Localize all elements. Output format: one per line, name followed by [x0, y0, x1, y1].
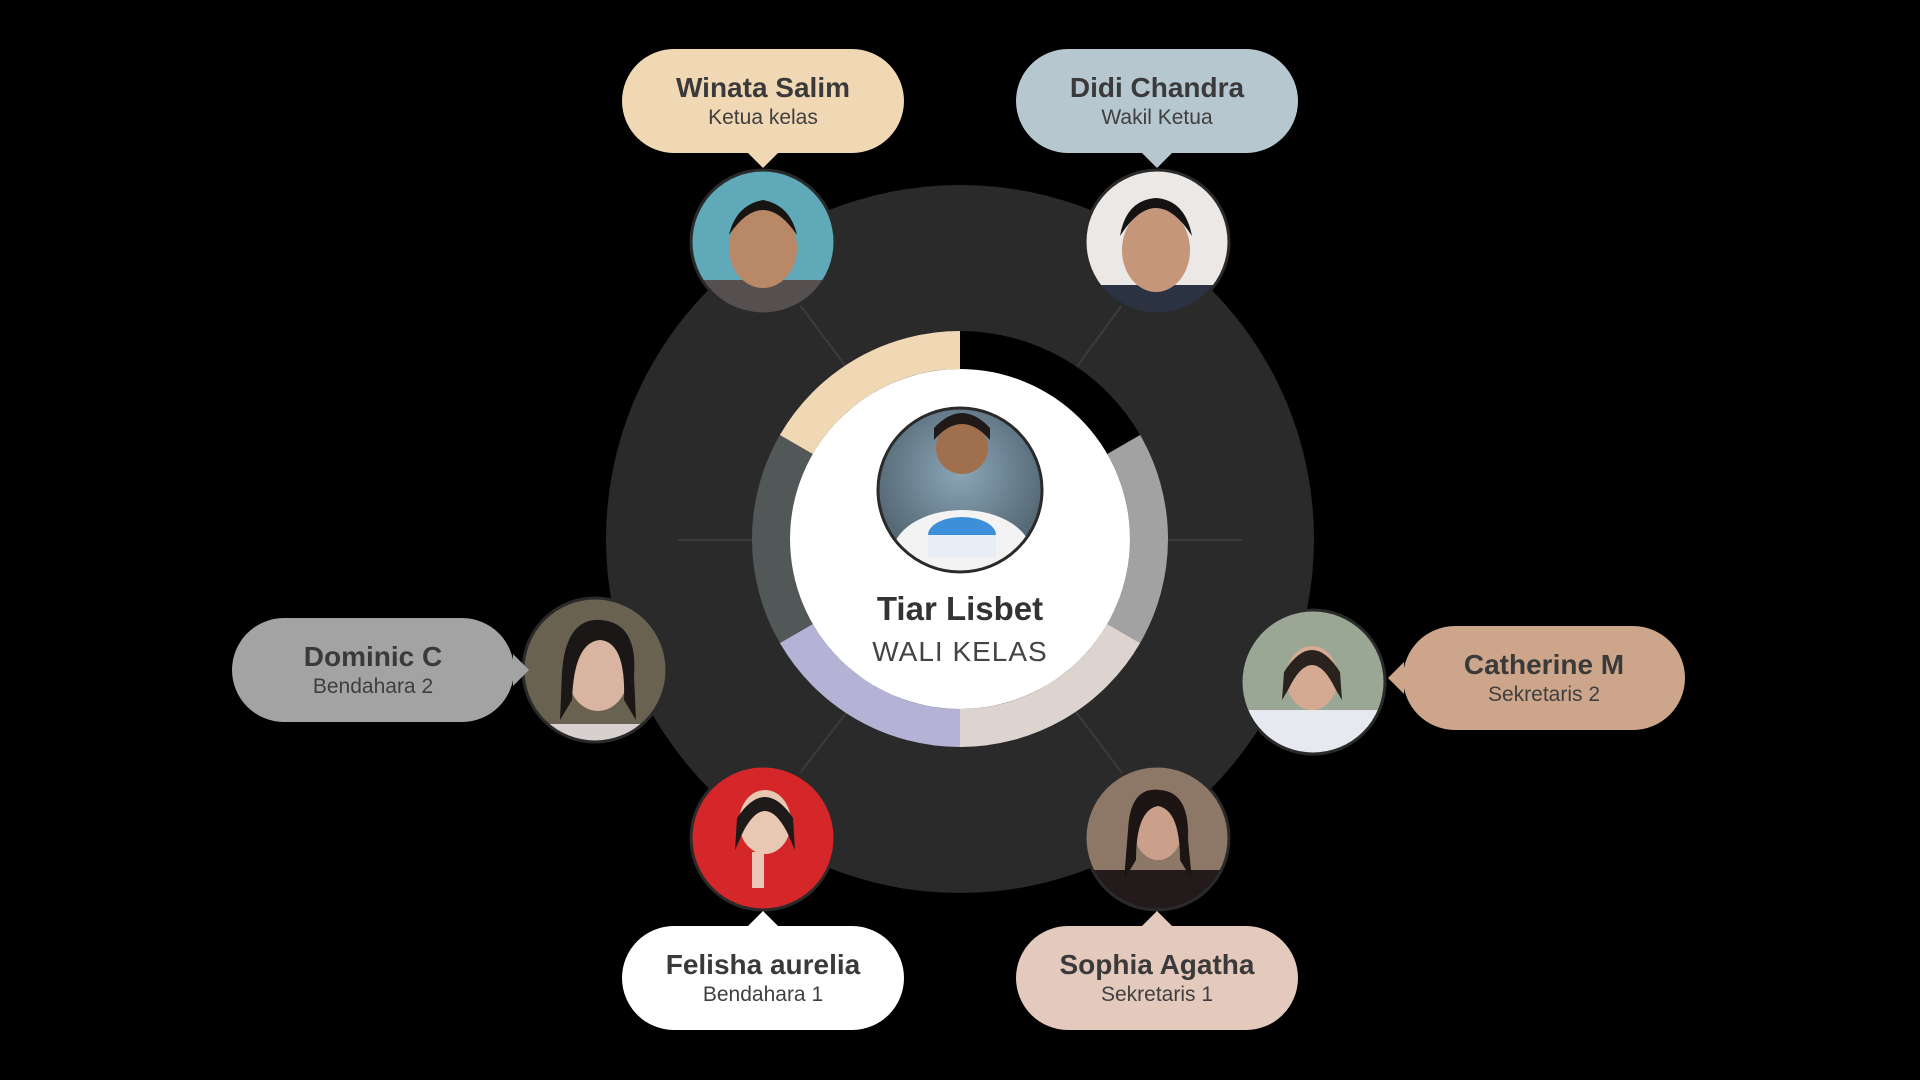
member-bubble-dominic: Dominic C Bendahara 2	[232, 618, 529, 722]
bubble-tail	[513, 654, 529, 686]
teacher-photo	[878, 408, 1042, 572]
segment-winata	[779, 331, 961, 455]
bubble-tail	[747, 911, 779, 927]
member-bubble-catherine: Catherine M Sekretaris 2	[1388, 626, 1685, 730]
segment-didi	[959, 331, 1141, 455]
member-bubble-didi: Didi Chandra Wakil Ketua	[1016, 49, 1298, 168]
segment-felisha	[779, 623, 961, 747]
donut-segments	[752, 331, 1168, 747]
bubble-tail	[1141, 911, 1173, 927]
felisha-photo	[691, 766, 835, 910]
member-name: Dominic C	[303, 640, 443, 672]
member-role: Sekretaris 2	[1487, 682, 1601, 706]
bubble-tail	[1141, 152, 1173, 168]
segment-dominic	[752, 435, 813, 643]
segment-sophia	[959, 623, 1141, 747]
member-role: Bendahara 2	[312, 674, 434, 698]
member-role: Sekretaris 1	[1100, 982, 1214, 1006]
bubble-tail	[747, 152, 779, 168]
member-bubble-sophia: Sophia Agatha Sekretaris 1	[1016, 911, 1298, 1030]
segment-catherine	[1107, 435, 1168, 643]
member-role: Ketua kelas	[708, 105, 818, 129]
catherine-photo	[1241, 610, 1385, 754]
center-name: Tiar Lisbet	[876, 590, 1044, 627]
connector-line-top-left	[799, 304, 851, 373]
member-name: Sophia Agatha	[1059, 948, 1255, 980]
connector-line-bottom-left	[799, 707, 851, 774]
member-bubble-felisha: Felisha aurelia Bendahara 1	[622, 911, 904, 1030]
connector-line-bottom-right	[1072, 707, 1123, 774]
member-role: Wakil Ketua	[1101, 105, 1213, 129]
bubble-tail	[1388, 662, 1404, 694]
photo-borders	[521, 168, 1387, 912]
member-name: Didi Chandra	[1069, 71, 1245, 103]
member-role: Bendahara 1	[702, 982, 824, 1006]
connector-line-top-right	[1072, 304, 1123, 373]
member-name: Winata Salim	[675, 71, 850, 103]
member-bubble-winata: Winata Salim Ketua kelas	[622, 49, 904, 168]
member-name: Catherine M	[1463, 648, 1625, 680]
member-name: Felisha aurelia	[665, 948, 861, 980]
center-role: WALI KELAS	[872, 636, 1048, 667]
connector-lines	[678, 304, 1242, 774]
